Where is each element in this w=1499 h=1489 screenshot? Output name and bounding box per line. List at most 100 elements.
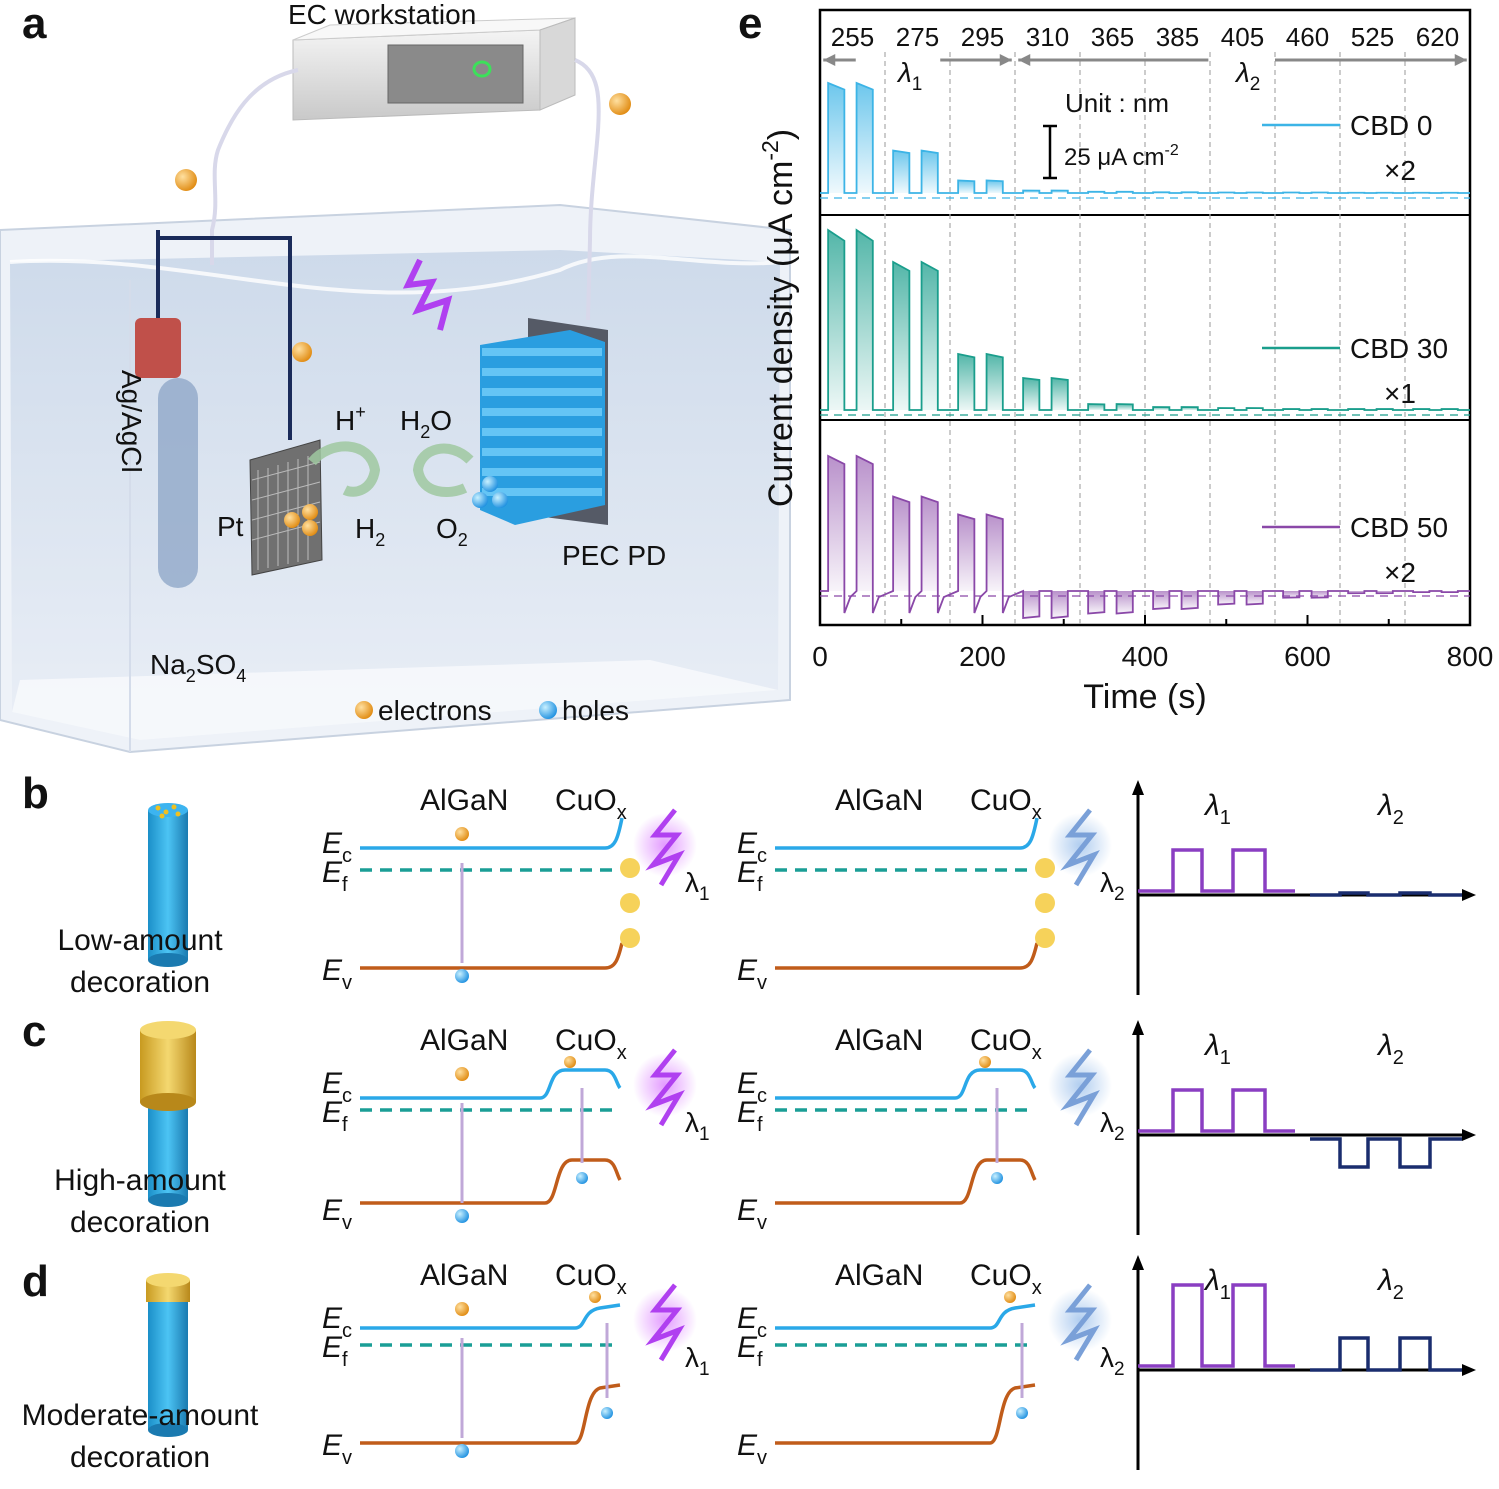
- row-b-label-line1: Low-amount: [57, 924, 223, 957]
- row-c-label-line1: High-amount: [54, 1164, 226, 1197]
- lambda2-response-trace: [1310, 1336, 1462, 1372]
- ef-label: Ef: [322, 1096, 348, 1136]
- pulse-fill: [986, 180, 1003, 193]
- electron-particles: [175, 93, 631, 536]
- pulse-fill: [856, 230, 873, 410]
- response-lambda1-label: λ1: [1203, 1264, 1231, 1304]
- x-tick-label: 200: [959, 641, 1006, 672]
- algan-label: AlGaN: [420, 784, 508, 817]
- pt-label: Pt: [217, 511, 244, 542]
- wavelength-label: 295: [961, 22, 1004, 52]
- cuox-electron-dot: [1004, 1291, 1016, 1303]
- pulse-fill: [1051, 378, 1068, 410]
- ef-label: Ef: [737, 1096, 763, 1136]
- wavelength-label: 365: [1091, 22, 1134, 52]
- pulse-fill: [1181, 591, 1198, 609]
- valence-band-line: [775, 942, 1039, 970]
- x-arrow-icon: [1462, 1364, 1476, 1376]
- region-arrows: [823, 54, 1467, 66]
- light-glow: [1048, 813, 1112, 877]
- pt-mesh-electrode: [249, 439, 323, 576]
- panel-letter-c: c: [22, 1007, 46, 1056]
- row-b-label-line2: decoration: [70, 966, 210, 999]
- panel-letter-e: e: [738, 0, 762, 48]
- cuox-electron-dot: [589, 1291, 601, 1303]
- ef-label: Ef: [737, 1331, 763, 1371]
- conduction-band-line: [360, 1068, 622, 1100]
- lambda2-label: λ2: [1100, 1107, 1125, 1145]
- lambda1-label: λ1: [685, 1342, 710, 1380]
- arrow-head-icon: [1454, 54, 1467, 66]
- wires: [210, 58, 601, 321]
- h2-label: H2: [355, 513, 385, 550]
- light-bolt-icon: [645, 808, 685, 887]
- pulse-fill: [1116, 591, 1133, 614]
- region1-label: λ1: [896, 57, 922, 95]
- y-arrow-icon: [1132, 1020, 1144, 1035]
- cuox-particle: [620, 858, 640, 878]
- lambda1-label: λ1: [685, 867, 710, 905]
- algan-label: AlGaN: [835, 784, 923, 817]
- valence-band-line: [360, 942, 624, 970]
- ec-label: Ec: [737, 1302, 767, 1342]
- pulse-fill: [958, 354, 975, 410]
- conduction-band-line: [360, 1303, 621, 1330]
- ec-label: Ec: [322, 827, 352, 867]
- ev-label: Ev: [322, 1194, 352, 1234]
- x-arrow-icon: [1462, 889, 1476, 901]
- wavelength-label: 460: [1286, 22, 1329, 52]
- light-bolt-icon: [1060, 1283, 1100, 1362]
- response-lambda2-label: λ2: [1376, 789, 1404, 829]
- hole-dot: [455, 1444, 469, 1458]
- pulse-fill: [1218, 591, 1235, 605]
- cuox-particle: [620, 928, 640, 948]
- electron-legend-icon: [355, 701, 373, 719]
- series-0: CBD 0×2: [820, 81, 1470, 199]
- series-2: CBD 50×2: [820, 454, 1470, 619]
- y-axis-label: Current density (μA cm-2): [757, 129, 800, 507]
- cuox-particle: [1035, 893, 1055, 913]
- wavelength-label: 620: [1416, 22, 1459, 52]
- conduction-band-line: [775, 817, 1039, 850]
- multiplier-label: ×1: [1384, 378, 1416, 409]
- y-arrow-icon: [1132, 780, 1144, 795]
- arrow-head-icon: [1018, 54, 1031, 66]
- ef-label: Ef: [737, 856, 763, 896]
- conduction-band-line: [775, 1303, 1036, 1330]
- algan-label: AlGaN: [420, 1024, 508, 1057]
- nanorod-b-icon: [148, 803, 188, 967]
- pulse-fill: [986, 354, 1003, 410]
- unit-note: Unit : nm: [1065, 88, 1169, 118]
- cuox-particle: [620, 893, 640, 913]
- hole-legend-icon: [539, 701, 557, 719]
- multiplier-label: ×2: [1384, 155, 1416, 186]
- power-led-icon: [472, 60, 492, 78]
- cuox-electron-dot: [564, 1056, 576, 1068]
- pulse-fill: [986, 514, 1003, 591]
- pulse-fill: [893, 150, 910, 193]
- nanorod-c-icon: [140, 1021, 196, 1207]
- electron-dot: [455, 827, 469, 841]
- arrow-head-icon: [999, 54, 1012, 66]
- x-tick-label: 600: [1284, 641, 1331, 672]
- nanorod-d-icon: [146, 1273, 190, 1437]
- h2o-label: H2O: [400, 405, 452, 442]
- light-glow: [633, 813, 697, 877]
- conduction-band-line: [775, 1068, 1037, 1100]
- reduction-arrow-icon: [308, 441, 381, 497]
- electrolyte-tank: [0, 203, 791, 754]
- light-glow: [633, 1288, 697, 1352]
- pulse-fill: [1023, 378, 1040, 410]
- pulse-fill: [893, 496, 910, 591]
- hole-particles: [472, 476, 508, 508]
- light-glow: [1048, 1053, 1112, 1117]
- x-arrow-icon: [1462, 1129, 1476, 1141]
- ag-agcl-electrode: [135, 238, 198, 588]
- valence-band-line: [360, 1158, 622, 1205]
